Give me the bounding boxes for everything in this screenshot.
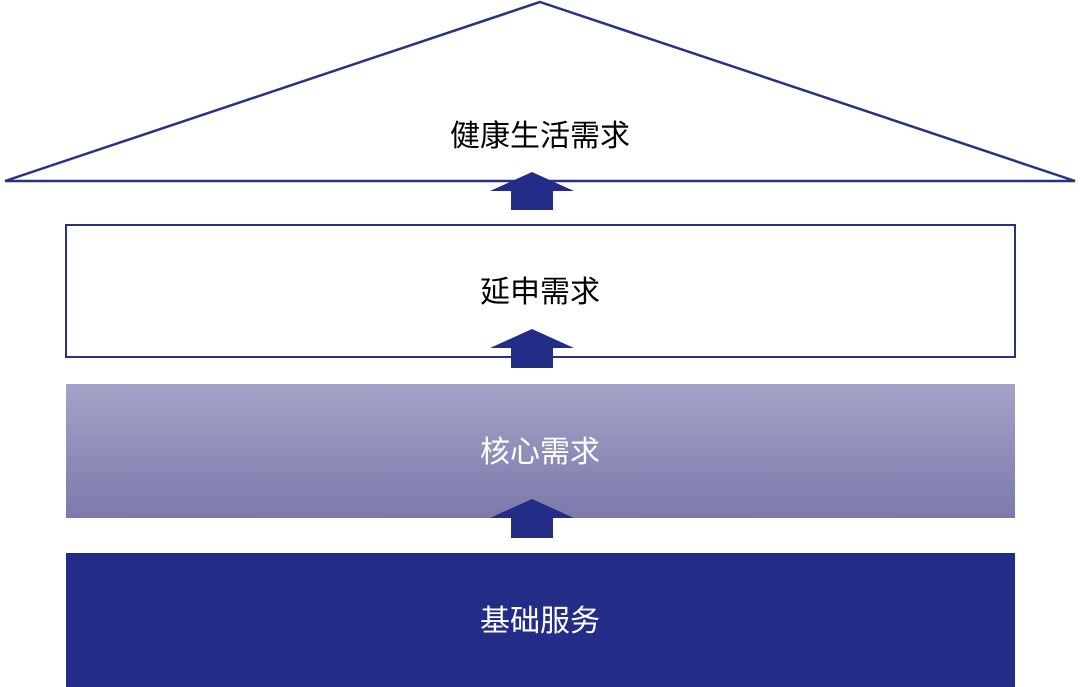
up-arrow-icon xyxy=(490,499,574,538)
core-needs-box xyxy=(66,384,1015,518)
base-services-box xyxy=(66,553,1015,687)
up-arrow-icon xyxy=(490,172,574,210)
extended-needs-label: 延申需求 xyxy=(480,275,600,310)
roof-triangle xyxy=(4,0,1076,183)
core-needs-label: 核心需求 xyxy=(480,435,600,470)
roof-label: 健康生活需求 xyxy=(450,119,630,154)
base-services-label: 基础服务 xyxy=(480,604,600,639)
up-arrow-icon xyxy=(490,329,574,368)
